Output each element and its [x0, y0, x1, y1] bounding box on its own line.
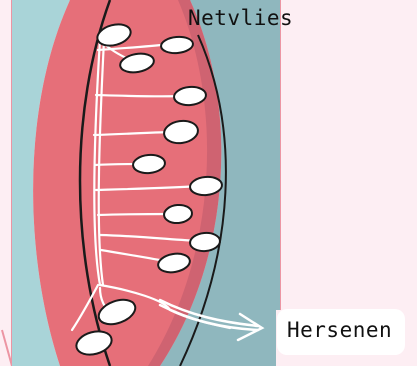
brain-label: Hersenen [287, 318, 392, 342]
retina-label: Netvlies [188, 6, 293, 30]
